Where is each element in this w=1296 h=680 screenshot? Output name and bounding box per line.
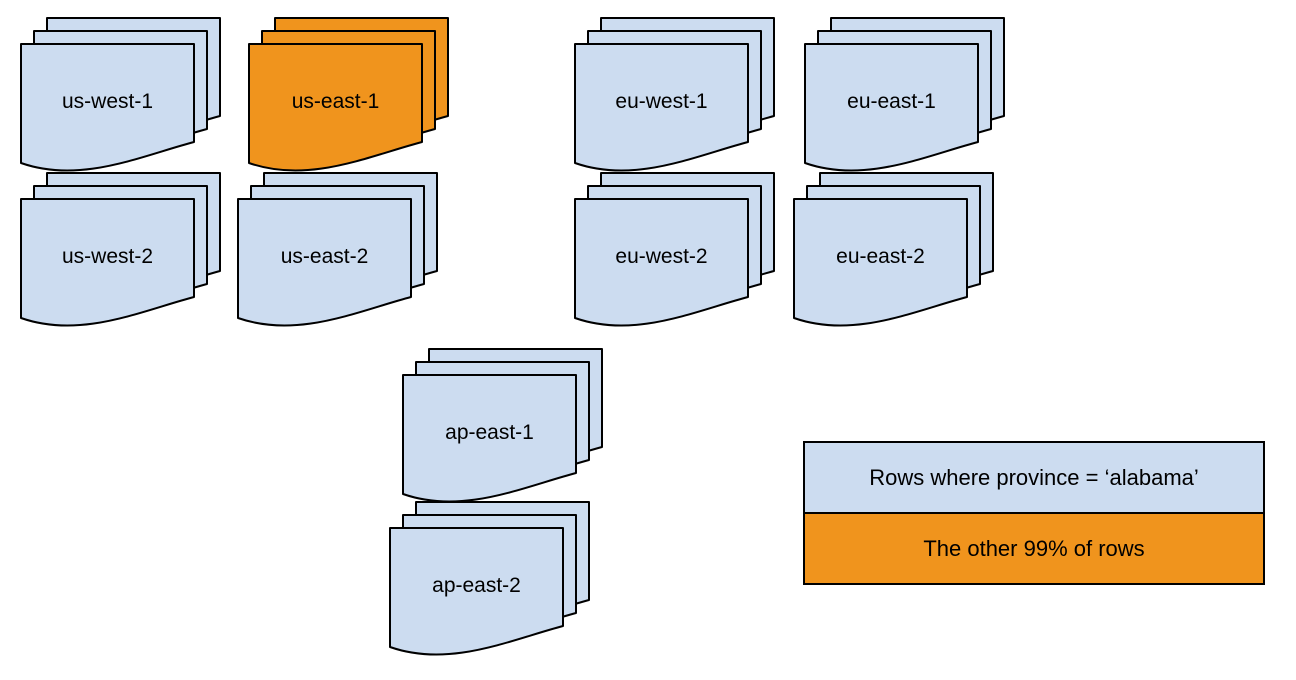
region-stack-ap-east-2: ap-east-2 — [389, 501, 591, 657]
document-stack-icon — [574, 172, 775, 327]
region-stack-us-west-1: us-west-1 — [20, 17, 222, 173]
region-stack-eu-west-2: eu-west-2 — [574, 172, 776, 328]
legend-item-alabama-rows: Rows where province = ‘alabama’ — [805, 443, 1263, 512]
legend-item-label: Rows where province = ‘alabama’ — [869, 464, 1199, 490]
region-label: eu-east-2 — [836, 245, 925, 268]
region-stack-us-east-1: us-east-1 — [248, 17, 450, 173]
region-label: eu-west-1 — [615, 90, 708, 113]
region-stack-eu-west-1: eu-west-1 — [574, 17, 776, 173]
document-stack-icon — [237, 172, 438, 327]
document-stack-icon — [402, 348, 603, 503]
region-stack-us-west-2: us-west-2 — [20, 172, 222, 328]
document-stack-icon — [804, 17, 1005, 172]
legend-item-label: The other 99% of rows — [923, 535, 1145, 561]
document-stack-icon — [20, 17, 221, 172]
document-stack-icon — [389, 501, 590, 656]
document-stack-icon — [793, 172, 994, 327]
region-label: us-east-1 — [291, 90, 380, 113]
region-label: ap-east-1 — [445, 421, 534, 444]
document-stack-icon — [20, 172, 221, 327]
document-stack-icon — [248, 17, 449, 172]
region-label: us-east-2 — [280, 245, 369, 268]
region-stack-eu-east-2: eu-east-2 — [793, 172, 995, 328]
region-label: us-west-1 — [61, 90, 154, 113]
region-label: us-west-2 — [61, 245, 154, 268]
region-stack-ap-east-1: ap-east-1 — [402, 348, 604, 504]
region-label: eu-west-2 — [615, 245, 708, 268]
legend: Rows where province = ‘alabama’ The othe… — [803, 441, 1265, 585]
region-label: ap-east-2 — [432, 574, 521, 597]
region-stack-us-east-2: us-east-2 — [237, 172, 439, 328]
legend-item-other-rows: The other 99% of rows — [805, 512, 1263, 583]
region-label: eu-east-1 — [847, 90, 936, 113]
region-stack-eu-east-1: eu-east-1 — [804, 17, 1006, 173]
document-stack-icon — [574, 17, 775, 172]
